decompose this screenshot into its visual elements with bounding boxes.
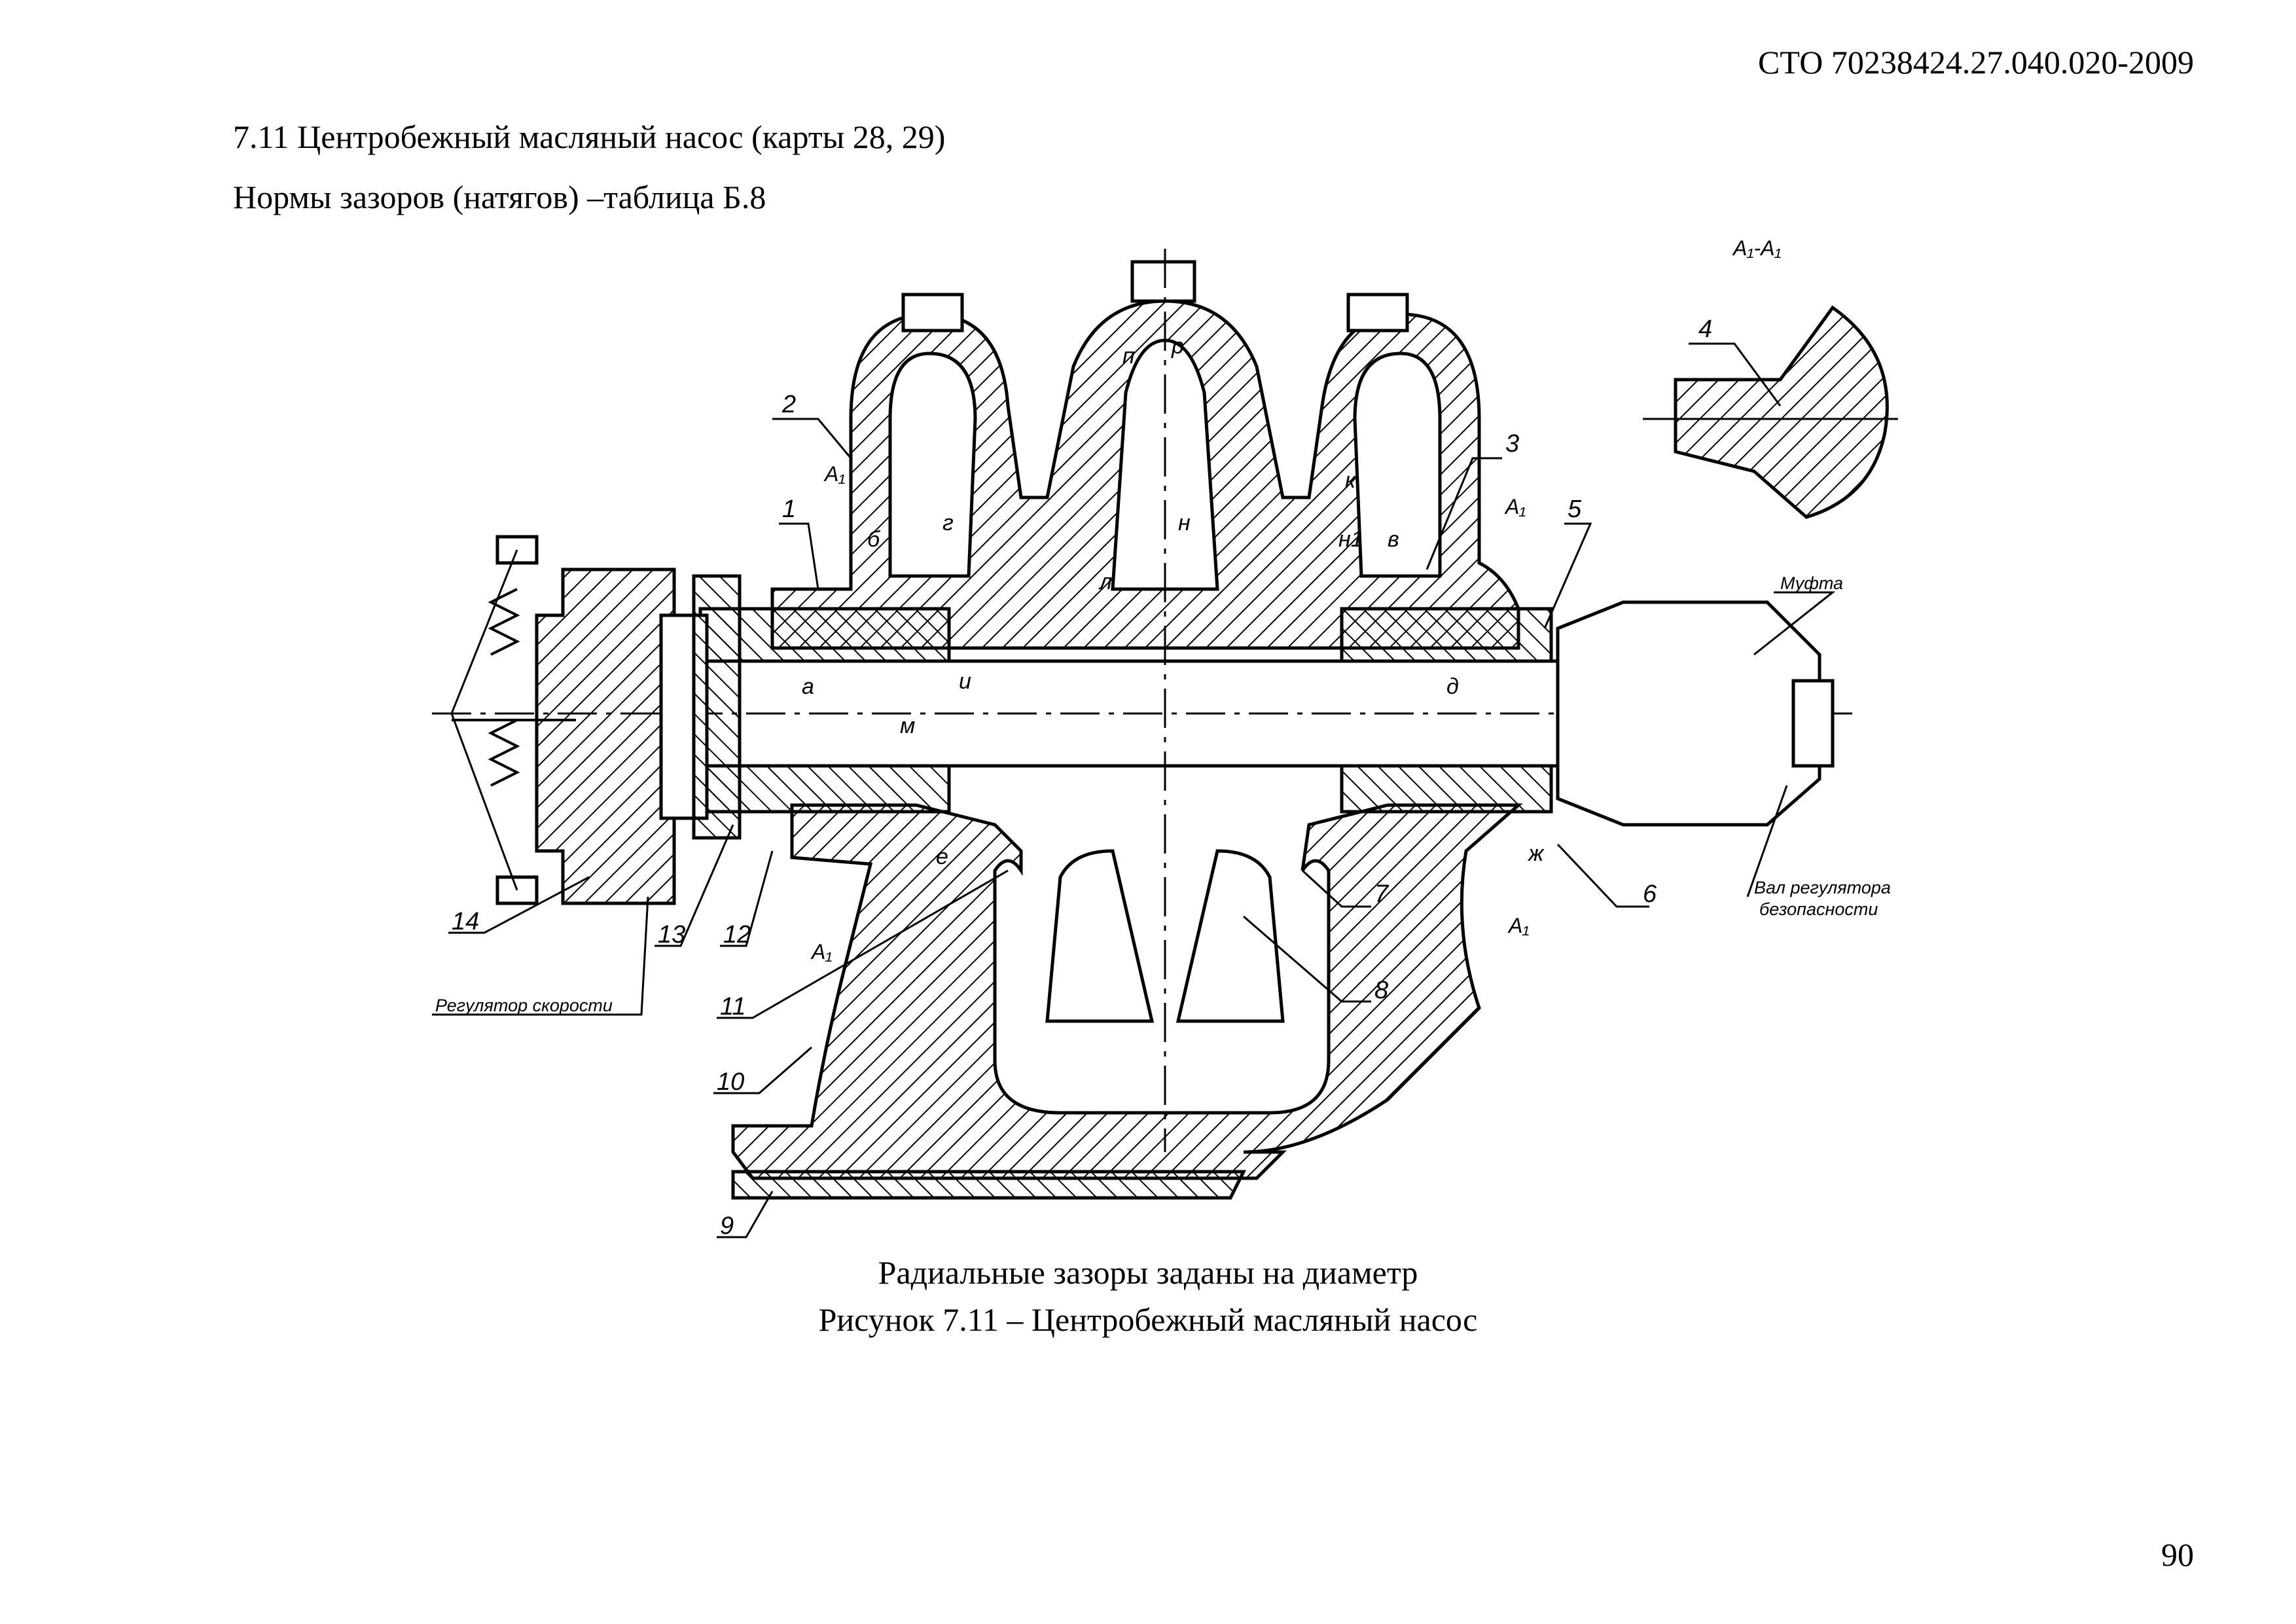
regulator-flange bbox=[692, 574, 742, 840]
speed-regulator-label: Регулятор скорости bbox=[435, 996, 613, 1015]
gap-letters: а б в г д е ж и к л м н н1 п р bbox=[802, 334, 1545, 869]
callout-1: 1 bbox=[782, 496, 796, 523]
lower-impeller-void bbox=[1045, 849, 1155, 1023]
callout-labels: 1 2 3 4 5 6 7 8 9 10 11 12 13 14 bbox=[452, 316, 1712, 1240]
callout-5: 5 bbox=[1568, 496, 1582, 523]
coupling-tail bbox=[1791, 679, 1835, 768]
callout-8: 8 bbox=[1374, 977, 1388, 1004]
base-plate bbox=[731, 1170, 1247, 1200]
callout-10: 10 bbox=[717, 1068, 744, 1096]
section-mark-1: A₁ bbox=[823, 462, 845, 486]
gap-p: п bbox=[1122, 344, 1135, 369]
gap-g: г bbox=[942, 511, 954, 535]
pump-body bbox=[432, 249, 1898, 1200]
callout-7: 7 bbox=[1374, 880, 1390, 908]
spring-lower bbox=[488, 719, 520, 787]
document-code: СТО 70238424.27.040.020-2009 bbox=[1758, 44, 2194, 81]
safety-shaft-label-1: Вал регулятора bbox=[1754, 878, 1891, 897]
callout-9: 9 bbox=[720, 1212, 734, 1240]
callout-6: 6 bbox=[1643, 880, 1657, 908]
top-bolt-left bbox=[901, 293, 964, 333]
callout-3: 3 bbox=[1505, 430, 1519, 458]
gap-r: р bbox=[1171, 334, 1184, 359]
lower-casing bbox=[731, 803, 1523, 1180]
gap-k: к bbox=[1345, 468, 1357, 493]
section-mark-2: A₁ bbox=[1504, 495, 1526, 518]
section-mark-4: A₁ bbox=[1507, 914, 1529, 937]
spring-upper bbox=[488, 588, 520, 656]
top-bolt-center bbox=[1130, 260, 1196, 303]
section-title: 7.11 Центробежный масляный насос (карты … bbox=[233, 118, 946, 155]
gap-zh: ж bbox=[1527, 841, 1545, 866]
right-bushing-lower bbox=[1340, 764, 1553, 814]
section-mark-3: A₁ bbox=[810, 940, 832, 964]
section-marks: A₁-A₁ A₁ A₁ A₁ A₁ bbox=[810, 236, 1782, 964]
gap-e: е bbox=[936, 844, 948, 869]
gap-v: в bbox=[1388, 527, 1399, 552]
regulator-housing bbox=[535, 568, 676, 905]
callout-11: 11 bbox=[720, 993, 745, 1020]
coupling-label: Муфта bbox=[1780, 573, 1843, 593]
gap-d: д bbox=[1446, 674, 1459, 699]
gap-i: и bbox=[959, 669, 971, 694]
section-label: A₁-A₁ bbox=[1732, 236, 1782, 260]
left-bushing-lower bbox=[698, 757, 951, 814]
gap-n: н bbox=[1178, 511, 1191, 535]
safety-shaft-label-2: безопасности bbox=[1759, 899, 1878, 919]
norms-reference: Нормы зазоров (натягов) –таблица Б.8 bbox=[233, 179, 766, 215]
gap-l: л bbox=[1098, 569, 1112, 594]
regulator-linkage bbox=[450, 549, 518, 891]
gap-m: м bbox=[900, 713, 915, 738]
part-labels: Муфта Регулятор скорости Вал регулятора … bbox=[435, 573, 1891, 1015]
callout-14: 14 bbox=[452, 908, 479, 935]
top-bolt-right bbox=[1346, 293, 1409, 333]
right-bushing bbox=[1340, 607, 1553, 663]
leader-lines bbox=[432, 342, 1836, 1238]
section-detail bbox=[1674, 305, 1889, 519]
coupling bbox=[1556, 600, 1821, 827]
lower-impeller-void-2 bbox=[1175, 849, 1285, 1023]
figure-caption: Рисунок 7.11 – Центробежный масляный нас… bbox=[818, 1301, 1478, 1338]
page-number: 90 bbox=[2161, 1536, 2194, 1573]
callout-2: 2 bbox=[781, 391, 796, 418]
left-volute-void bbox=[888, 352, 977, 578]
gap-a: а bbox=[802, 674, 814, 699]
callout-4: 4 bbox=[1698, 316, 1712, 343]
gap-b: б bbox=[867, 527, 881, 552]
right-volute-void bbox=[1353, 352, 1442, 578]
figure-note: Радиальные зазоры заданы на диаметр bbox=[878, 1254, 1418, 1291]
gap-n1: н1 bbox=[1338, 527, 1363, 552]
